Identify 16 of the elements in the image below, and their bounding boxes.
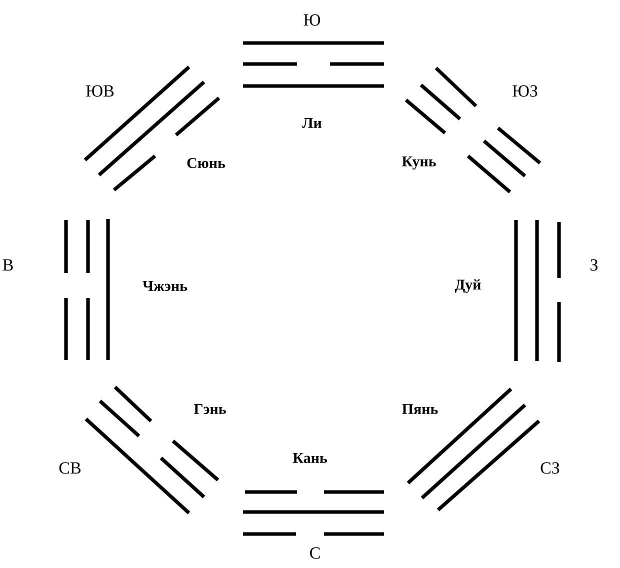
direction-label: ЮЗ — [512, 85, 538, 97]
direction-label: СВ — [59, 462, 80, 474]
direction-label: З — [590, 259, 598, 271]
trigram-name: Кань — [292, 453, 327, 463]
trigram-name: Дуй — [454, 279, 481, 293]
trigram-name: Кунь — [402, 156, 436, 170]
direction-label: В — [2, 259, 13, 271]
trigram-name: Ли — [302, 118, 322, 128]
trigram-name: Чжэнь — [142, 281, 188, 291]
direction-label: СЗ — [540, 462, 560, 474]
direction-label: ЮВ — [86, 85, 114, 97]
direction-label: С — [310, 547, 320, 559]
trigram-name: Пянь — [402, 404, 438, 414]
trigram-name: Гэнь — [194, 404, 226, 414]
trigram-name: Сюнь — [187, 158, 226, 168]
direction-label: Ю — [304, 14, 320, 26]
